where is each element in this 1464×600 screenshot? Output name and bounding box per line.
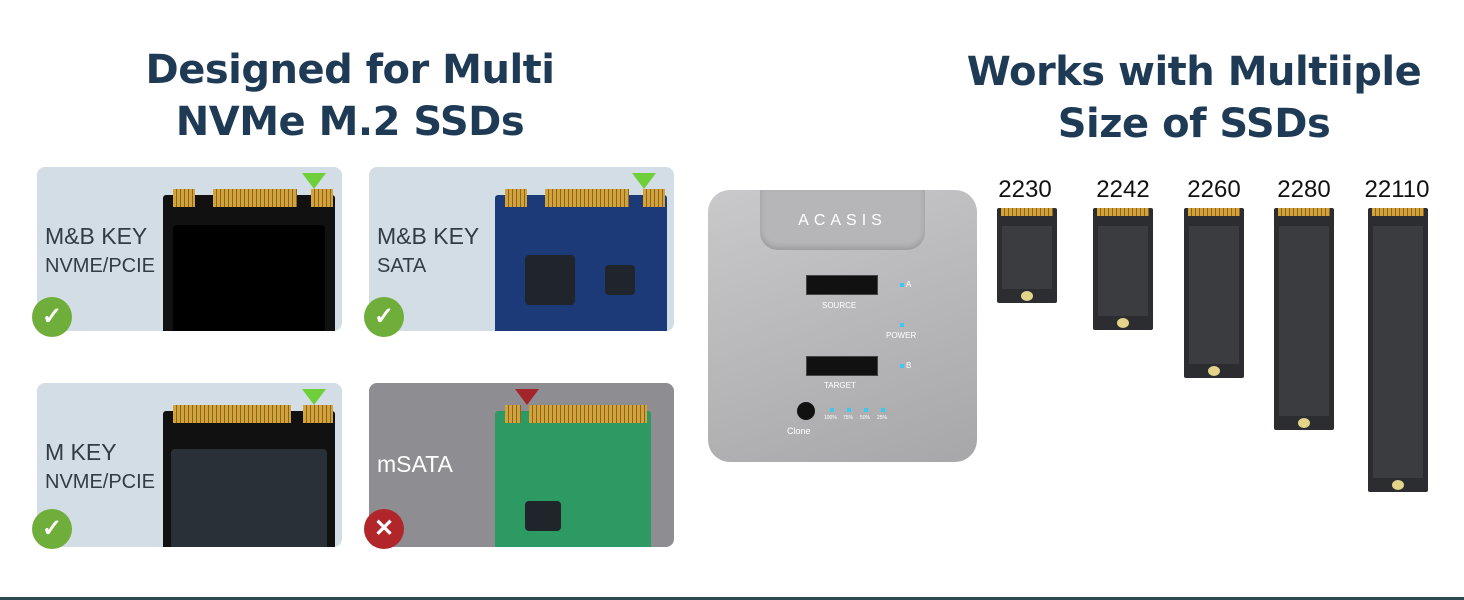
card-type-label: NVME/PCIE xyxy=(45,471,156,493)
size-label-22110: 22110 xyxy=(1364,176,1430,203)
progress-75-label: 75% xyxy=(843,415,854,421)
compatible-marker-icon xyxy=(632,173,656,189)
cross-icon: ✕ xyxy=(364,509,404,549)
size-label-2280: 2280 xyxy=(1277,176,1331,203)
acasis-dock-image: ACASIS SOURCE A POWER TARGET B Clone 100… xyxy=(708,190,977,462)
clone-button xyxy=(797,402,815,420)
led-100 xyxy=(830,408,834,412)
right-title-line1: Works with Multiiple xyxy=(966,49,1422,95)
ssd-image xyxy=(163,189,335,331)
check-icon: ✓ xyxy=(32,509,72,549)
progress-100-label: 100% xyxy=(824,415,837,421)
progress-25-label: 25% xyxy=(877,415,888,421)
card-key-label: M&B KEY xyxy=(377,223,480,249)
ssd-image xyxy=(495,189,667,331)
size-label-2242: 2242 xyxy=(1096,176,1150,203)
ssd-2230 xyxy=(997,208,1057,303)
source-slot xyxy=(806,275,878,295)
check-icon: ✓ xyxy=(364,297,404,337)
check-icon: ✓ xyxy=(32,297,72,337)
right-title-line2: Size of SSDs xyxy=(1057,101,1331,147)
led-a xyxy=(900,283,904,287)
incompatible-marker-icon xyxy=(515,389,539,405)
size-label-2260: 2260 xyxy=(1187,176,1241,203)
card-key-label: M KEY xyxy=(45,439,117,465)
target-slot xyxy=(806,356,878,376)
compatible-marker-icon xyxy=(302,389,326,405)
led-b xyxy=(900,364,904,368)
left-title: Designed for Multi NVMe M.2 SSDs xyxy=(100,44,600,148)
card-key-label: mSATA xyxy=(377,451,453,477)
ssd-2242 xyxy=(1093,208,1153,330)
ssd-22110 xyxy=(1368,208,1428,492)
card-key-label: M&B KEY xyxy=(45,223,148,249)
card-m-key-nvme: M KEY NVME/PCIE xyxy=(37,383,342,547)
left-title-line1: Designed for Multi xyxy=(145,47,555,93)
ssd-image xyxy=(163,405,335,547)
progress-50-label: 50% xyxy=(860,415,871,421)
left-title-line2: NVMe M.2 SSDs xyxy=(175,99,525,145)
brand-logo: ACASIS xyxy=(798,212,887,229)
led-power xyxy=(900,323,904,327)
card-type-label: NVME/PCIE xyxy=(45,255,156,277)
ssd-2260 xyxy=(1184,208,1244,378)
led-25 xyxy=(881,408,885,412)
source-label: SOURCE xyxy=(822,301,857,310)
card-type-label: SATA xyxy=(377,255,427,277)
ssd-image xyxy=(495,405,651,547)
card-mb-key-nvme: M&B KEY NVME/PCIE xyxy=(37,167,342,331)
led-a-label: A xyxy=(906,280,912,289)
led-75 xyxy=(847,408,851,412)
led-b-label: B xyxy=(906,361,912,370)
card-mb-key-sata: M&B KEY SATA xyxy=(369,167,674,331)
bottom-divider xyxy=(0,597,1464,600)
size-label-2230: 2230 xyxy=(998,176,1052,203)
led-50 xyxy=(864,408,868,412)
power-label: POWER xyxy=(886,331,917,340)
clone-label: Clone xyxy=(787,426,811,436)
ssd-2280 xyxy=(1274,208,1334,430)
target-label: TARGET xyxy=(824,381,856,390)
compatible-marker-icon xyxy=(302,173,326,189)
card-msata: mSATA xyxy=(369,383,674,547)
right-title: Works with Multiiple Size of SSDs xyxy=(944,46,1444,150)
dock-top-plate xyxy=(760,190,925,250)
